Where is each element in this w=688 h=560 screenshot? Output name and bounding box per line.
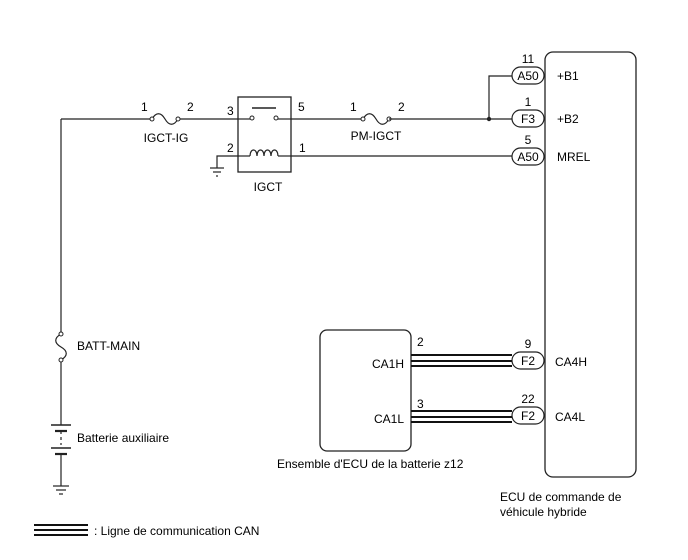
signal-b2: +B2: [557, 112, 579, 126]
relay-pin2: 2: [227, 141, 234, 155]
connector-f2-ca4h-label: F2: [521, 354, 535, 368]
fuse-batt-main-end-1: [58, 331, 64, 337]
battery-ecu-pin2: 2: [417, 335, 424, 349]
fuse-pm-igct-pin2: 2: [398, 100, 405, 114]
signal-ca4h: CA4H: [555, 355, 587, 369]
can-line-l: [411, 410, 512, 423]
legend-can-text: : Ligne de communication CAN: [94, 524, 259, 538]
ground-icon-relay: [210, 167, 224, 177]
ecu-hybrid-body: [544, 51, 637, 478]
can-line-h: [411, 354, 512, 367]
relay-pin1: 1: [299, 141, 306, 155]
relay-igct-body: [237, 96, 292, 173]
relay-contact-right: [273, 115, 279, 121]
fuse-igct-ig-pin2: 2: [187, 100, 194, 114]
fuse-igct-ig-label: IGCT-IG: [144, 131, 189, 145]
relay-contact-left: [249, 115, 255, 121]
battery-ecu-label: Ensemble d'ECU de la batterie z12: [277, 457, 464, 471]
fuse-pm-igct-end-1: [360, 116, 366, 122]
fuse-batt-main-symbol: [55, 333, 67, 361]
relay-label: IGCT: [254, 180, 283, 194]
signal-mrel: MREL: [557, 150, 591, 164]
fuse-igct-ig-end-2: [175, 116, 181, 122]
relay-pin5: 5: [298, 100, 305, 114]
battery-ecu-body: [319, 329, 412, 452]
signal-ca4l: CA4L: [555, 410, 585, 424]
connector-a50-mrel-label: A50: [517, 150, 539, 164]
battery-ecu-ca1h: CA1H: [372, 357, 404, 371]
signal-b1: +B1: [557, 69, 579, 83]
wire-b1: [488, 75, 512, 119]
ground-icon: [53, 485, 69, 495]
battery-ecu-ca1l: CA1L: [374, 412, 404, 426]
wire-coil-ground: [216, 155, 238, 168]
ecu-hybrid-label-2: véhicule hybride: [500, 505, 587, 519]
relay-coil-icon: [249, 149, 279, 157]
fuse-batt-main-label: BATT-MAIN: [77, 339, 140, 353]
fuse-pm-igct-label: PM-IGCT: [351, 129, 402, 143]
connector-f2-ca4l: [511, 406, 545, 425]
connector-f2-ca4l-label: F2: [521, 409, 535, 423]
pin-22-number: 22: [521, 392, 535, 406]
pin-5-number: 5: [525, 133, 532, 147]
fuse-igct-ig-symbol: [151, 113, 179, 125]
fuse-igct-ig-pin1: 1: [141, 100, 148, 114]
fuse-igct-ig-end-1: [149, 116, 155, 122]
pin-11-number: 11: [522, 52, 535, 66]
ecu-hybrid-label-1: ECU de commande de: [500, 490, 622, 504]
pin-9-number: 9: [525, 337, 532, 351]
pin-1-number: 1: [525, 95, 532, 109]
connector-a50-b1-label: A50: [517, 69, 539, 83]
connector-f3-label: F3: [521, 112, 535, 126]
fuse-pm-igct-symbol: [362, 113, 390, 125]
aux-battery-symbol: [51, 424, 71, 486]
fuse-pm-igct-pin1: 1: [350, 100, 357, 114]
relay-pin3: 3: [227, 104, 234, 118]
legend-can-line-icon: [34, 524, 88, 536]
aux-battery-label: Batterie auxiliaire: [77, 431, 169, 445]
battery-ecu-pin3: 3: [417, 397, 424, 411]
fuse-batt-main-end-2: [58, 357, 64, 363]
